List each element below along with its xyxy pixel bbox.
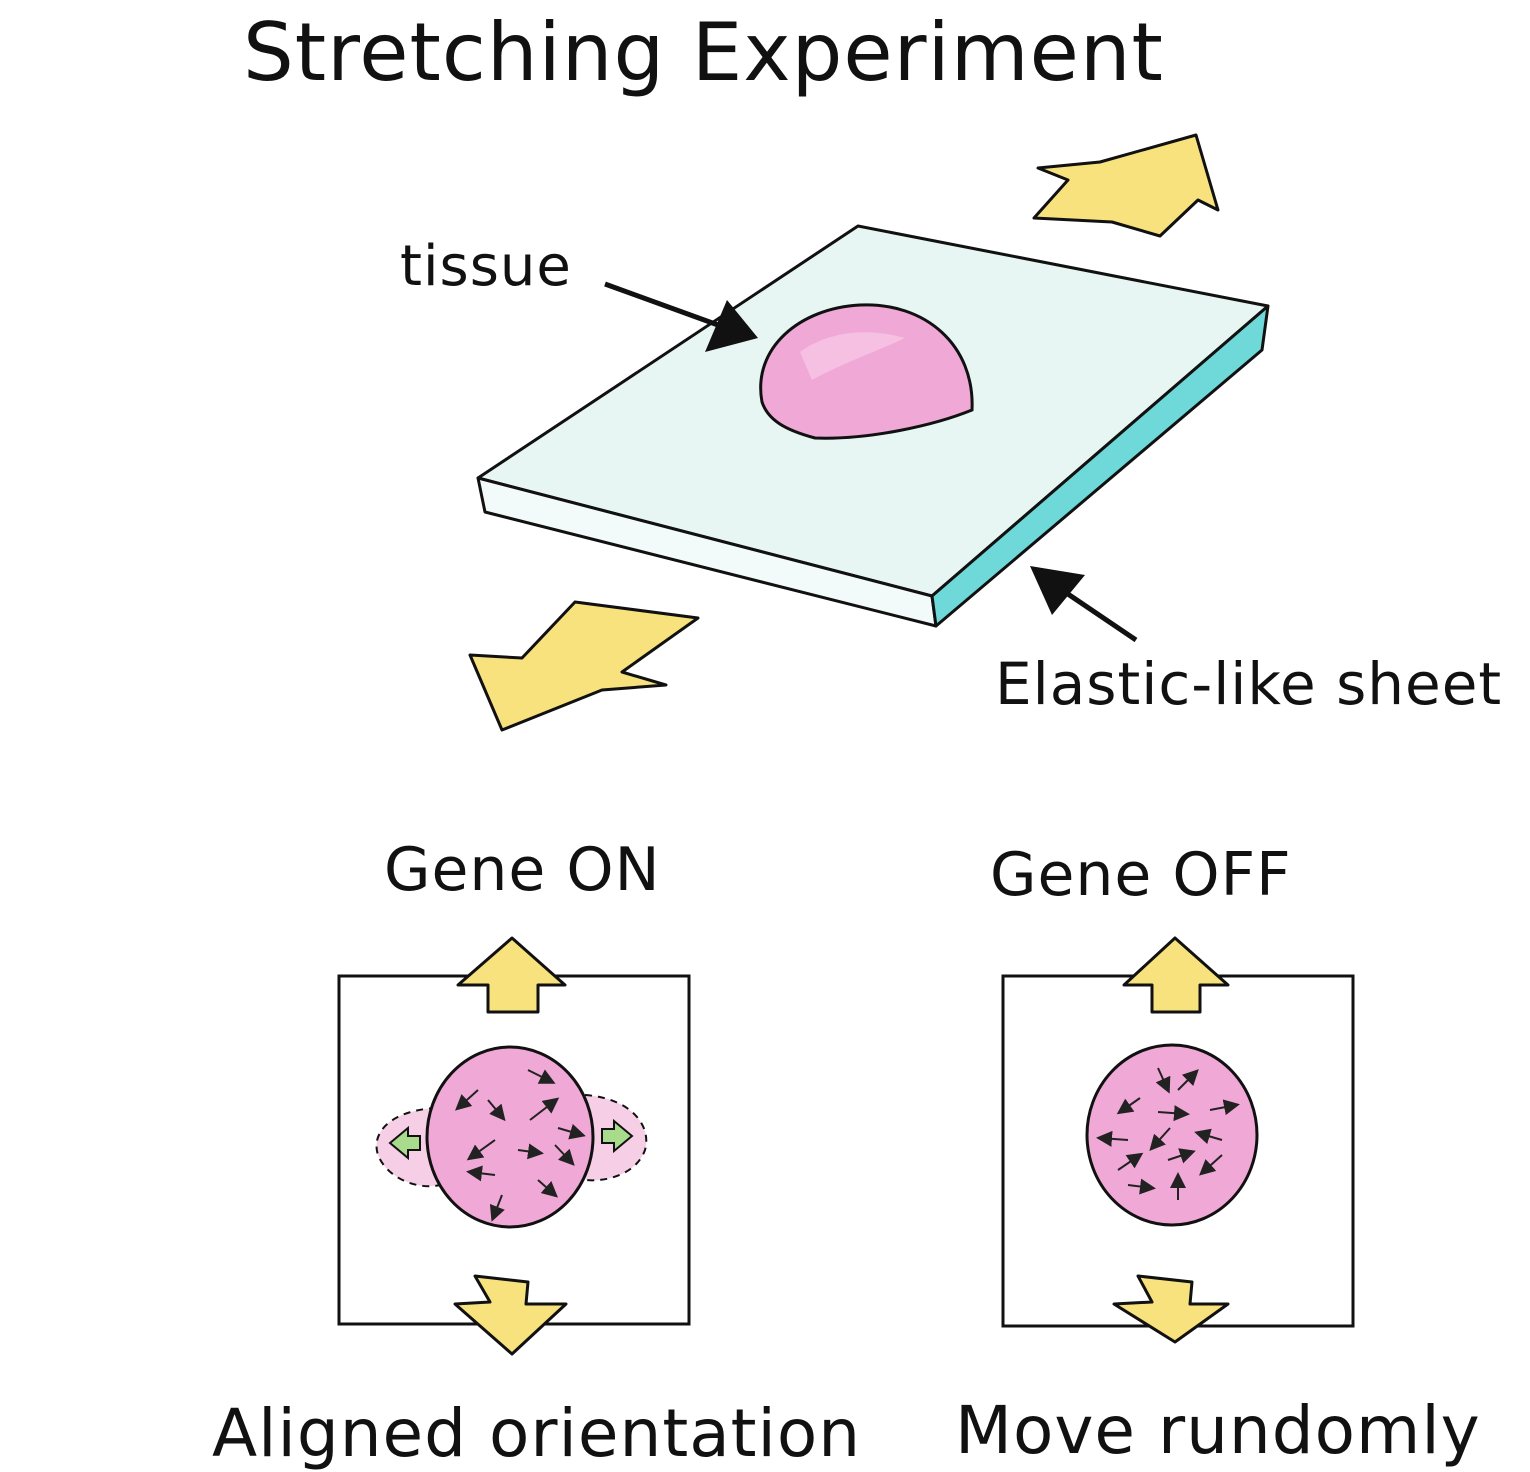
gene-on-heading: Gene ON bbox=[384, 835, 661, 905]
gene-on-protrusion-arrow-right bbox=[601, 1118, 634, 1154]
tissue-label: tissue bbox=[400, 234, 572, 299]
gene-on-motion-arrows bbox=[455, 1069, 586, 1222]
gene-off-stretch-arrow-down bbox=[1112, 1274, 1230, 1344]
gene-on-tissue bbox=[425, 1045, 595, 1229]
gene-on-caption: Aligned orientation bbox=[212, 1395, 862, 1472]
stretch-arrow-down-left bbox=[468, 600, 700, 732]
gene-on-stretch-arrow-down bbox=[453, 1274, 568, 1356]
gene-on-stretch-arrow-up bbox=[456, 936, 567, 1014]
gene-on-protrusion-arrow-left bbox=[388, 1125, 421, 1161]
gene-off-caption: Move rundomly bbox=[955, 1392, 1481, 1469]
gene-off-panel bbox=[1001, 936, 1355, 1344]
tissue-pointer-arrow bbox=[604, 281, 758, 352]
gene-off-stretch-arrow-up bbox=[1122, 936, 1230, 1014]
tissue-highlight bbox=[800, 332, 905, 380]
gene-on-panel bbox=[337, 936, 691, 1356]
sheet-pointer-arrow bbox=[1030, 566, 1138, 643]
stretch-arrow-up-right bbox=[1032, 133, 1220, 238]
gene-off-heading: Gene OFF bbox=[990, 840, 1292, 910]
gene-off-tissue bbox=[1085, 1043, 1259, 1227]
sheet-label: Elastic-like sheet bbox=[995, 650, 1503, 718]
tissue-dome bbox=[759, 303, 974, 440]
diagram-title: Stretching Experiment bbox=[243, 6, 1164, 99]
sheet-side-face bbox=[930, 304, 1270, 628]
gene-off-motion-arrows bbox=[1096, 1067, 1240, 1200]
